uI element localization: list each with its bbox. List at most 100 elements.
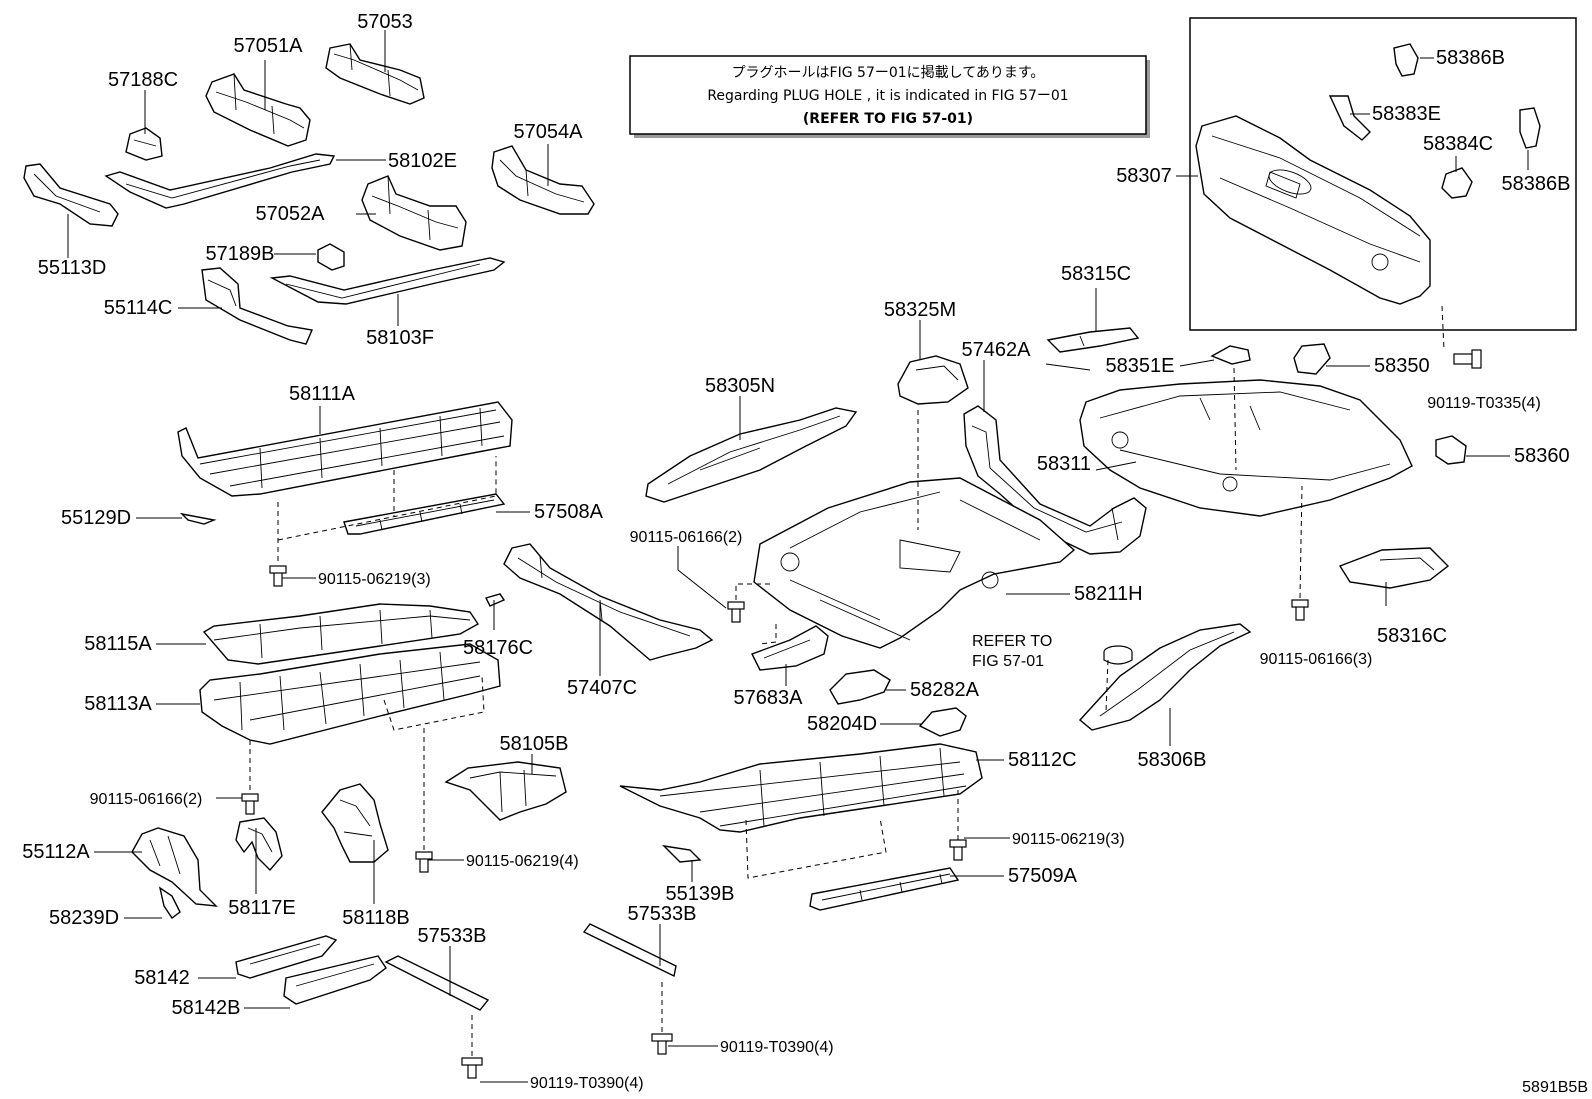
- part-58316C: [1338, 547, 1450, 589]
- bolt-icon: [415, 851, 433, 873]
- label-90115-06166-2-left: 90115-06166(2): [90, 791, 203, 808]
- part-labels: 57053 57051A 57188C 58102E 57054A 55113D…: [22, 11, 1588, 1096]
- bolt-icon: [727, 601, 745, 623]
- part-57533B-right: [582, 923, 677, 978]
- label-55129D: 55129D: [61, 507, 131, 529]
- part-58350: [1293, 343, 1331, 375]
- label-57462A: 57462A: [962, 339, 1032, 361]
- label-90119-T0390-4-right: 90119-T0390(4): [720, 1039, 834, 1056]
- part-58103F: [269, 257, 506, 305]
- bolt-icon: [241, 793, 259, 815]
- label-58142: 58142: [134, 967, 190, 989]
- part-58142B: [283, 955, 387, 1005]
- label-57533B-left: 57533B: [418, 925, 487, 947]
- part-58311: [1079, 379, 1413, 517]
- label-58282A: 58282A: [910, 679, 980, 701]
- part-58282A: [829, 669, 891, 705]
- part-58306B: [1078, 623, 1252, 731]
- label-55113D: 55113D: [38, 257, 107, 279]
- part-57189B: [317, 243, 345, 271]
- label-58211H: 58211H: [1074, 583, 1143, 605]
- refer-to-line-1: REFER TO: [972, 633, 1052, 650]
- label-57407C: 57407C: [567, 677, 637, 699]
- part-58204D: [918, 707, 967, 737]
- label-90115-06219-3-left: 90115-06219(3): [318, 571, 431, 588]
- bolt-icon: [651, 1033, 673, 1055]
- label-58306B: 58306B: [1138, 749, 1207, 771]
- part-57407C: [503, 543, 714, 661]
- part-58315C: [1046, 327, 1140, 353]
- bolt-icon: [1453, 349, 1482, 369]
- label-57189B: 57189B: [206, 243, 275, 265]
- label-58103F: 58103F: [366, 327, 434, 349]
- label-90115-06166-3: 90115-06166(3): [1260, 651, 1373, 668]
- note-line-1: プラグホールはFIG 57ー01に掲載してあります。: [732, 65, 1045, 81]
- label-58360: 58360: [1514, 445, 1570, 467]
- part-58102E: [104, 153, 336, 209]
- label-57054A: 57054A: [514, 121, 584, 143]
- part-58383E: [1328, 95, 1371, 141]
- part-55139B: [661, 844, 702, 863]
- part-55113D: [23, 163, 119, 227]
- part-58113A: [199, 643, 501, 745]
- note-box: プラグホールはFIG 57ー01に掲載してあります。 Regarding PLU…: [629, 55, 1150, 138]
- part-57188C: [125, 127, 163, 161]
- label-57051A: 57051A: [234, 35, 304, 57]
- bolt-icon: [461, 1057, 483, 1079]
- part-58351E: [1210, 345, 1251, 365]
- label-58142B: 58142B: [172, 997, 241, 1019]
- part-58111A: [177, 401, 513, 497]
- label-90115-06219-4: 90115-06219(4): [466, 853, 579, 870]
- label-57188C: 57188C: [108, 69, 178, 91]
- label-55114C: 55114C: [104, 297, 173, 319]
- label-57683A: 57683A: [734, 687, 804, 709]
- part-58211H: [753, 477, 1076, 649]
- part-55114C: [201, 267, 313, 345]
- label-58239D: 58239D: [49, 907, 119, 929]
- plug-icon: [1103, 645, 1133, 665]
- dashed-leaders: [249, 305, 1445, 1056]
- part-57053: [325, 43, 425, 105]
- label-58111A: 58111A: [289, 383, 356, 405]
- part-57051A: [205, 73, 311, 147]
- part-57683A: [751, 625, 829, 671]
- part-57052A: [361, 175, 467, 251]
- part-58307: [1195, 115, 1431, 305]
- label-58351E: 58351E: [1106, 355, 1175, 377]
- part-58115A: [202, 603, 480, 665]
- bolt-icon: [949, 839, 967, 861]
- refer-to-line-2: FIG 57-01: [972, 653, 1044, 670]
- label-58386B-right: 58386B: [1502, 173, 1571, 195]
- part-57462A: [963, 405, 1147, 555]
- part-58176C: [484, 593, 506, 607]
- part-58384C: [1441, 167, 1473, 199]
- part-58386B-right: [1519, 107, 1541, 149]
- part-55129D: [179, 512, 217, 525]
- part-58118B: [321, 783, 389, 863]
- part-58117E: [235, 817, 283, 872]
- diagram-code: 5891B5B: [1522, 1079, 1588, 1096]
- label-57509A: 57509A: [1008, 865, 1078, 887]
- label-58315C: 58315C: [1061, 263, 1131, 285]
- label-57052A: 57052A: [256, 203, 326, 225]
- label-58118B: 58118B: [342, 907, 409, 929]
- label-58115A: 58115A: [84, 633, 152, 655]
- label-90119-T0335-4: 90119-T0335(4): [1427, 395, 1541, 412]
- note-line-3: (REFER TO FIG 57-01): [803, 111, 973, 127]
- label-58307: 58307: [1116, 165, 1172, 187]
- label-90115-06166-2-center: 90115-06166(2): [630, 529, 743, 546]
- part-58142: [235, 935, 338, 979]
- label-58316C: 58316C: [1377, 625, 1447, 647]
- label-58311: 58311: [1037, 453, 1091, 475]
- label-90119-T0390-4-left: 90119-T0390(4): [530, 1075, 644, 1092]
- part-55112A: [131, 827, 218, 907]
- label-58105B: 58105B: [500, 733, 569, 755]
- label-57533B-right: 57533B: [628, 903, 697, 925]
- part-57054A: [491, 145, 595, 215]
- part-58239D: [158, 886, 181, 920]
- part-57509A: [809, 867, 960, 911]
- bolt-icon: [1291, 599, 1309, 621]
- part-58386B-top: [1393, 43, 1419, 77]
- note-line-2: Regarding PLUG HOLE , it is indicated in…: [707, 88, 1068, 104]
